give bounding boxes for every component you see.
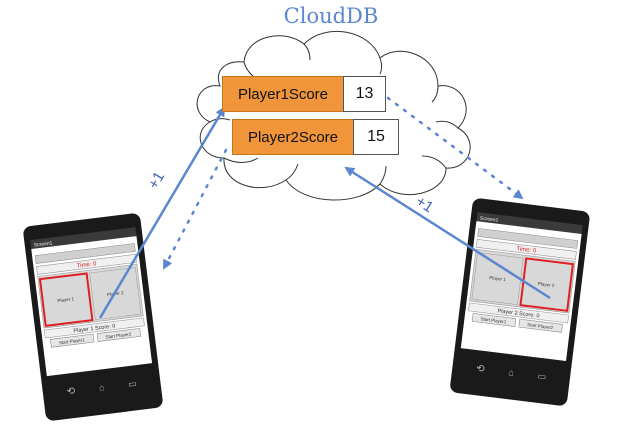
arrow-cloud-to-left-phone (162, 148, 228, 270)
phone-left-start2-label: Start Player2 (105, 331, 132, 339)
back-icon[interactable]: ⟲ (66, 386, 76, 398)
home-icon[interactable]: ⌂ (508, 367, 515, 378)
phone-left-title: Screen1 (34, 240, 53, 248)
phone-left-start2-button[interactable] (96, 328, 141, 342)
phone-right-start2-label: Start Player2 (527, 322, 554, 330)
phone-left-score: Player 1 Score: 0 (73, 323, 116, 334)
phone-right: Screen1 Time: 0 Player 1 Player 2 Player… (450, 198, 590, 406)
phone-left-titlebar (30, 227, 137, 250)
phone-left-player1-area[interactable] (38, 272, 94, 327)
phone-right-player1-label: Player 1 (489, 275, 506, 282)
phone-right-title: Screen1 (479, 216, 498, 224)
phone-right-titlebar (476, 212, 583, 235)
arrow-right-phone-to-cloud (344, 166, 551, 300)
phone-left-timer: Time: 0 (76, 261, 97, 269)
phone-right-start1-label: Start Player1 (480, 316, 507, 324)
phone-right-player2-label: Player 2 (538, 281, 555, 288)
phone-right-start1-button[interactable] (471, 313, 517, 327)
phone-left-start1-label: Start Player1 (59, 337, 86, 345)
arrow-left-phone-to-cloud (98, 106, 226, 319)
cloud-shape (196, 30, 471, 201)
phone-left-player1-label: Player 1 (57, 296, 74, 303)
value-player2score: 15 (353, 119, 399, 155)
recents-icon[interactable]: ▭ (128, 378, 138, 389)
home-icon[interactable]: ⌂ (98, 382, 105, 393)
arrow-cloud-to-right-phone (386, 96, 524, 200)
key-player2score: Player2Score (232, 119, 354, 155)
phone-right-timer: Time: 0 (516, 246, 537, 254)
phone-right-score: Player 2 Score: 0 (497, 308, 540, 319)
recents-icon[interactable]: ▭ (537, 371, 547, 382)
phone-left-start1-button[interactable] (50, 333, 95, 348)
phone-right-player1-area[interactable] (471, 252, 524, 306)
value-player1score: 13 (343, 76, 386, 112)
phone-left: Screen1 Time: 0 Player 1 Player 2 Player… (23, 213, 163, 421)
back-icon[interactable]: ⟲ (476, 363, 486, 375)
key-player1score: Player1Score (222, 76, 344, 112)
phone-right-start2-button[interactable] (518, 318, 563, 333)
cloud-title: CloudDB (283, 4, 379, 28)
